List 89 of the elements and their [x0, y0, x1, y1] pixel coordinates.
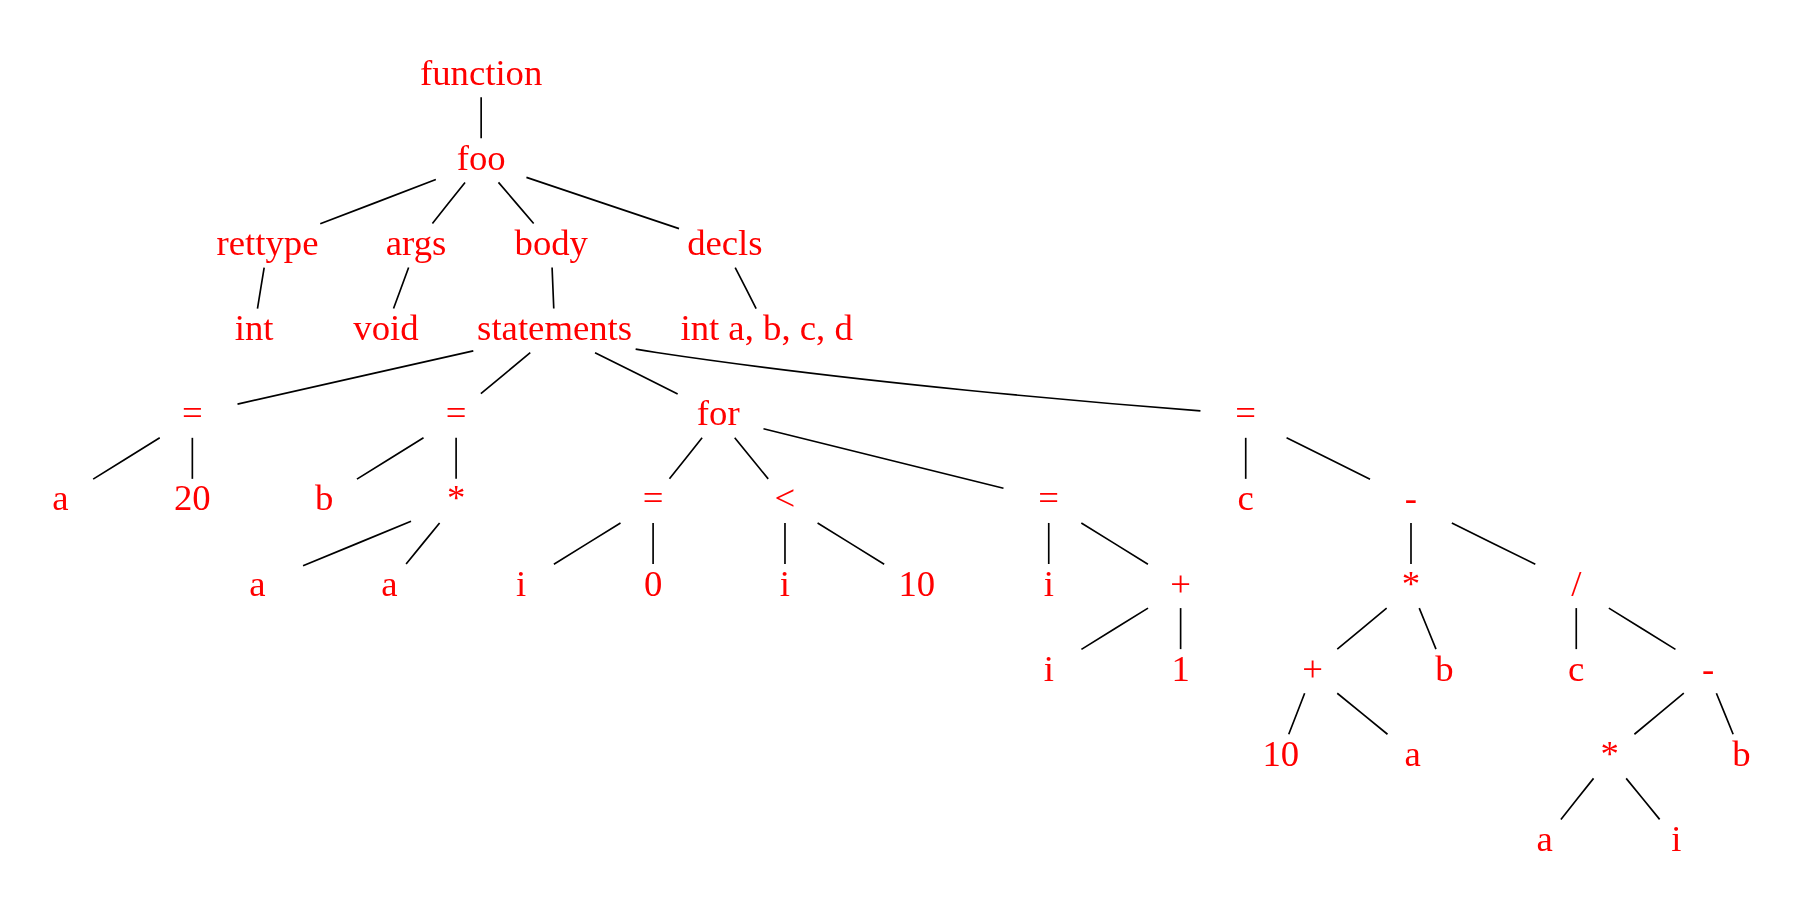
node-text: *	[1600, 732, 1619, 774]
node-text: a	[1536, 817, 1553, 859]
node-text: -	[1404, 477, 1418, 519]
node-text: +	[1302, 647, 1323, 689]
node-text: c	[1237, 477, 1254, 519]
node-text: foo	[456, 136, 506, 178]
node-text: b	[315, 477, 334, 519]
connector	[1625, 777, 1661, 821]
connector	[816, 522, 885, 566]
connector	[553, 522, 622, 566]
node-text: a	[52, 477, 69, 519]
connector	[319, 178, 437, 225]
node-text: b	[1732, 732, 1751, 774]
node-text: *	[446, 477, 466, 519]
node-text: body	[514, 222, 588, 263]
connector	[1715, 692, 1734, 736]
node-text: b	[1435, 647, 1454, 689]
node-text: 10	[898, 562, 936, 604]
connector	[1080, 522, 1149, 566]
node-text: 0	[643, 562, 663, 604]
connector	[1179, 607, 1182, 650]
node-text: int	[234, 307, 274, 349]
connector	[784, 522, 786, 565]
connector	[1287, 692, 1306, 736]
connector	[1336, 607, 1388, 650]
connector	[525, 176, 680, 230]
node-text: =	[642, 477, 664, 519]
connector	[668, 437, 703, 480]
node-text: a	[381, 562, 398, 604]
node-text: decls	[687, 222, 763, 263]
node-text: =	[181, 392, 203, 434]
connector	[455, 437, 457, 480]
node-text: for	[696, 392, 740, 434]
node-text: -	[1702, 647, 1715, 689]
node-text: <	[774, 477, 796, 519]
connector	[191, 437, 194, 480]
connector	[92, 437, 161, 480]
node-text: 10	[1262, 732, 1300, 774]
connector	[302, 520, 412, 567]
connector	[1047, 522, 1050, 565]
connector	[480, 351, 532, 395]
connector	[1608, 607, 1677, 651]
connector	[733, 437, 770, 480]
connector	[634, 348, 1202, 412]
node-text: args	[385, 222, 447, 263]
node-text: function	[419, 51, 543, 93]
node-text: i	[1043, 647, 1054, 689]
node-text: i	[516, 562, 527, 604]
connector	[236, 350, 475, 405]
connector	[356, 437, 425, 480]
node-text: *	[1401, 562, 1421, 604]
connector	[762, 427, 1005, 490]
node-text: statements	[477, 307, 633, 349]
connector	[652, 522, 654, 565]
connector	[1560, 777, 1595, 821]
node-text: =	[1038, 477, 1060, 519]
node-text: +	[1170, 562, 1191, 604]
connector	[551, 266, 555, 310]
connector	[1285, 437, 1371, 480]
connector	[1418, 607, 1437, 650]
node-text: =	[1235, 392, 1257, 434]
node-text: rettype	[216, 222, 319, 263]
connector	[1451, 522, 1537, 566]
node-text: a	[249, 562, 266, 604]
connector	[497, 181, 535, 225]
node-text: 1	[1171, 647, 1190, 689]
connector	[392, 266, 410, 310]
node-text: /	[1571, 562, 1582, 604]
connector	[1575, 607, 1578, 650]
connector	[594, 351, 679, 395]
connector	[1244, 437, 1247, 480]
connector	[1336, 692, 1389, 736]
node-text: i	[779, 562, 791, 604]
node-text: c	[1568, 647, 1585, 689]
connector	[1633, 692, 1685, 736]
connector	[1410, 522, 1412, 565]
node-text: i	[1671, 817, 1682, 859]
node-text: 20	[173, 477, 211, 519]
node-text: void	[353, 307, 419, 349]
node-text: a	[1404, 732, 1421, 774]
connector	[256, 266, 265, 310]
connector	[734, 266, 757, 310]
connector	[1080, 607, 1149, 651]
connector	[480, 96, 482, 140]
node-text: i	[1043, 562, 1054, 604]
connector	[431, 181, 466, 225]
node-text: int a, b, c, d	[680, 307, 853, 349]
node-text: =	[445, 392, 467, 434]
connector	[405, 522, 441, 565]
